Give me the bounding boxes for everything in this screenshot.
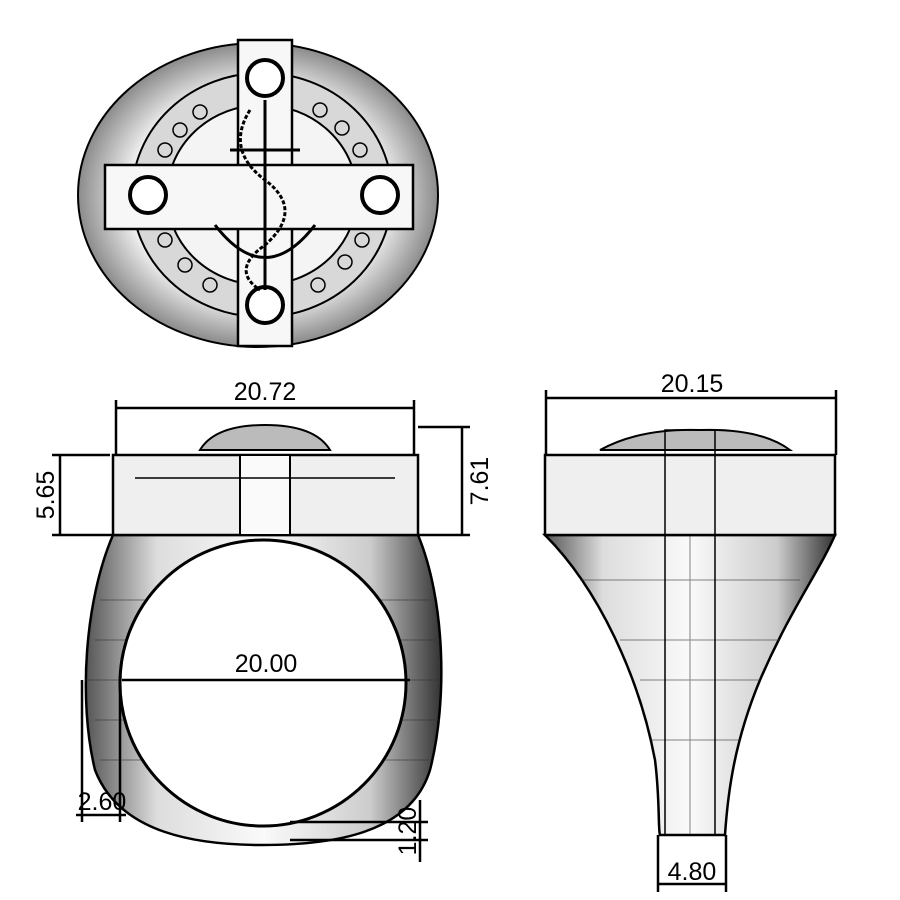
dim-bottom-width: 4.80 bbox=[668, 858, 717, 886]
front-view bbox=[84, 423, 443, 847]
dim-inner-diameter: 20.00 bbox=[235, 650, 298, 678]
dim-bottom-thickness: 1.20 bbox=[394, 807, 422, 856]
dimension-lines bbox=[52, 390, 838, 892]
side-bezel bbox=[599, 428, 794, 451]
side-band bbox=[543, 453, 837, 537]
side-view bbox=[541, 428, 837, 837]
dim-front-width: 20.72 bbox=[234, 378, 297, 406]
dim-shank-thickness: 2.60 bbox=[78, 788, 127, 816]
dim-front-band-height: 5.65 bbox=[32, 471, 60, 520]
side-cross-bar bbox=[664, 429, 716, 836]
front-bezel bbox=[198, 423, 332, 451]
dim-front-total-height: 7.61 bbox=[466, 457, 494, 506]
dim-side-width: 20.15 bbox=[661, 370, 724, 398]
finger-hole bbox=[118, 538, 408, 828]
anchor-emblem bbox=[213, 100, 317, 292]
cross-stones bbox=[128, 58, 400, 325]
small-stones bbox=[157, 102, 370, 293]
top-view bbox=[77, 38, 439, 348]
front-cross-bar bbox=[239, 454, 291, 536]
